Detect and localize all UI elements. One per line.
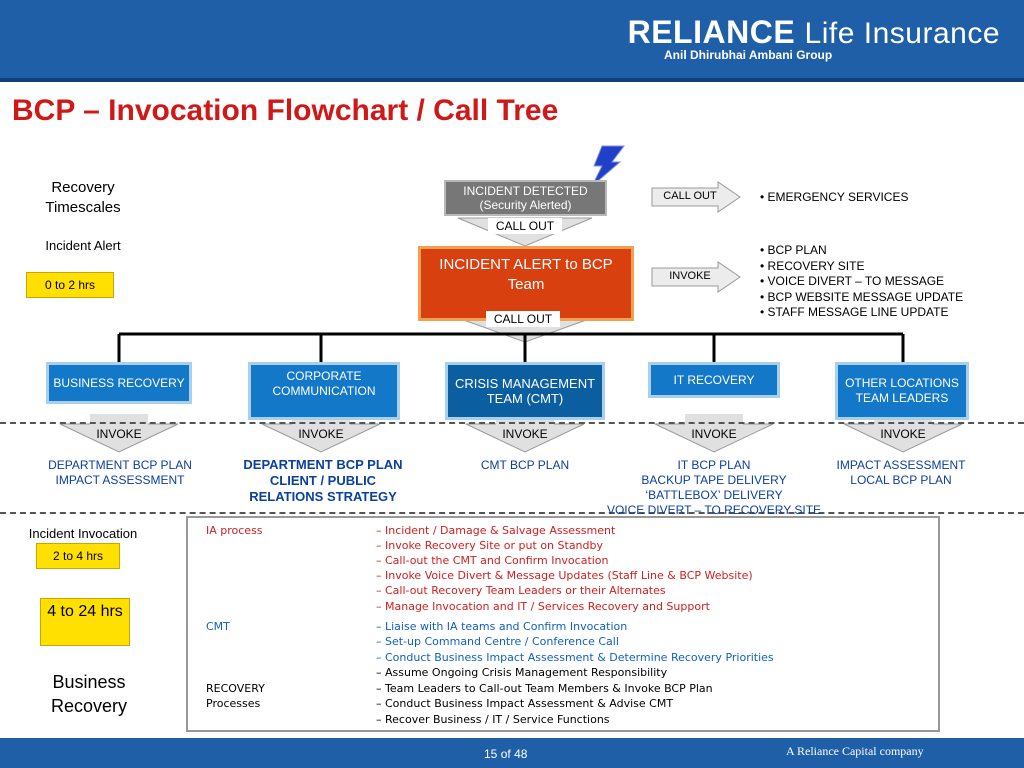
desc-line: DEPARTMENT BCP PLAN — [243, 457, 403, 472]
page-number: 15 of 48 — [484, 747, 527, 761]
desc-line: IT BCP PLAN — [677, 458, 751, 472]
cmt-line: – Set-up Command Centre / Conference Cal… — [376, 635, 619, 648]
ia-line: – Call-out the CMT and Confirm Invocatio… — [376, 554, 609, 567]
team-desc-it-recovery: IT BCP PLAN BACKUP TAPE DELIVERY ‘BATTLE… — [596, 458, 832, 518]
brand-suffix: Life Insurance — [804, 17, 1000, 50]
invocation-time-badge: 2 to 4 hrs — [36, 543, 120, 569]
alert-time-badge: 0 to 2 hrs — [26, 272, 114, 298]
bcp-items-list: • BCP PLAN • RECOVERY SITE • VOICE DIVER… — [760, 243, 963, 321]
company-tagline: A Reliance Capital company — [786, 744, 924, 758]
header-bar — [0, 0, 1024, 82]
bcp-item: • RECOVERY SITE — [760, 258, 865, 273]
arrow-right-icon — [651, 261, 741, 293]
footer-bar: 15 of 48 A Reliance Capital company — [0, 738, 1024, 768]
emergency-services-text: • EMERGENCY SERVICES — [760, 190, 909, 204]
desc-line: CLIENT / PUBLIC — [269, 473, 377, 488]
brand-name: RELIANCE — [627, 14, 796, 50]
page-title: BCP – Invocation Flowchart / Call Tree — [12, 94, 559, 127]
brand-subtitle: Anil Dhirubhai Ambani Group — [664, 48, 833, 62]
recovery-label: RECOVERY — [206, 682, 265, 695]
recovery-line: – Recover Business / IT / Service Functi… — [376, 713, 610, 726]
desc-line: CMT BCP PLAN — [480, 458, 570, 472]
team-desc-crisis-management: CMT BCP PLAN — [450, 458, 600, 473]
recovery-timescales-label: Recovery Timescales — [45, 179, 121, 216]
cmt-line: – Liaise with IA teams and Confirm Invoc… — [376, 620, 628, 633]
team-business-recovery: BUSINESS RECOVERY — [46, 362, 192, 404]
team-other-locations: OTHER LOCATIONS TEAM LEADERS — [835, 362, 969, 420]
recovery-line: – Conduct Business Impact Assessment & A… — [376, 697, 674, 710]
desc-line: LOCAL BCP PLAN — [850, 473, 952, 487]
desc-line: RELATIONS STRATEGY — [249, 489, 397, 504]
ia-line: – Incident / Damage & Salvage Assessment — [376, 524, 616, 537]
incident-alert-box: INCIDENT ALERT to BCP Team — [418, 246, 634, 321]
team-corporate-communication: CORPORATE COMMUNICATION — [248, 362, 400, 420]
desc-line: VOICE DIVERT – TO RECOVERY SITE — [606, 503, 822, 517]
cmt-line: – Assume Ongoing Crisis Management Respo… — [376, 666, 668, 679]
business-recovery-label: Business Recovery — [50, 672, 128, 716]
desc-line: IMPACT ASSESSMENT — [836, 458, 966, 472]
call-out-label: CALL OUT — [488, 218, 562, 234]
invoke-label: INVOKE — [691, 427, 737, 441]
desc-line: BACKUP TAPE DELIVERY — [641, 473, 787, 487]
cmt-label: CMT — [206, 620, 230, 633]
arrow-down-icon — [654, 414, 774, 453]
page-current: 15 — [484, 747, 498, 761]
arrow-down-icon — [59, 414, 179, 453]
invoke-label: INVOKE — [502, 427, 548, 441]
ia-process-label: IA process — [206, 524, 263, 537]
ia-line: – Invoke Voice Divert & Message Updates … — [376, 569, 753, 582]
page-of: of — [500, 747, 511, 761]
bcp-item: • BCP PLAN — [760, 243, 827, 257]
ia-line: – Call-out Recovery Team Leaders or thei… — [376, 584, 666, 597]
lightning-icon — [591, 145, 625, 187]
incident-invocation-label: Incident Invocation — [28, 526, 138, 541]
page-total: 48 — [514, 747, 528, 761]
incident-detected-box: INCIDENT DETECTED (Security Alerted) — [444, 180, 607, 216]
recovery-time-badge: 4 to 24 hrs — [40, 598, 130, 646]
desc-line: ‘BATTLEBOX’ DELIVERY — [645, 488, 783, 502]
team-it-recovery: IT RECOVERY — [648, 362, 780, 398]
ia-line: – Invoke Recovery Site or put on Standby — [376, 539, 604, 552]
team-desc-corporate-communication: DEPARTMENT BCP PLAN CLIENT / PUBLIC RELA… — [228, 457, 418, 505]
brand-logo: RELIANCE Life Insurance — [628, 14, 1000, 51]
divider — [0, 422, 1024, 424]
invoke-label: INVOKE — [298, 427, 344, 441]
processes-label: Processes — [206, 697, 261, 710]
call-out-right-label: CALL OUT — [663, 190, 717, 202]
ia-line: – Manage Invocation and IT / Services Re… — [376, 600, 710, 613]
desc-line: DEPARTMENT BCP PLAN — [48, 458, 192, 472]
invoke-label: INVOKE — [880, 427, 926, 441]
process-box: IA process – Incident / Damage & Salvage… — [186, 516, 940, 732]
team-crisis-management: CRISIS MANAGEMENT TEAM (CMT) — [445, 362, 605, 420]
bcp-item: • BCP WEBSITE MESSAGE UPDATE — [760, 289, 964, 304]
team-desc-business-recovery: DEPARTMENT BCP PLAN IMPACT ASSESSMENT — [30, 458, 210, 488]
divider — [0, 512, 1024, 514]
cmt-line: – Conduct Business Impact Assessment & D… — [376, 651, 774, 664]
team-desc-other-locations: IMPACT ASSESSMENT LOCAL BCP PLAN — [820, 458, 982, 488]
call-out-label: CALL OUT — [486, 311, 560, 327]
recovery-line: – Team Leaders to Call-out Team Members … — [376, 682, 713, 695]
incident-alert-label: Incident Alert — [45, 238, 121, 253]
desc-line: IMPACT ASSESSMENT — [55, 473, 185, 487]
bcp-item: • VOICE DIVERT – TO MESSAGE — [760, 274, 945, 288]
bcp-item: • STAFF MESSAGE LINE UPDATE — [760, 305, 949, 319]
arrow-right-icon — [651, 181, 741, 213]
invoke-label: INVOKE — [96, 427, 142, 441]
invoke-right-label: INVOKE — [669, 270, 711, 282]
